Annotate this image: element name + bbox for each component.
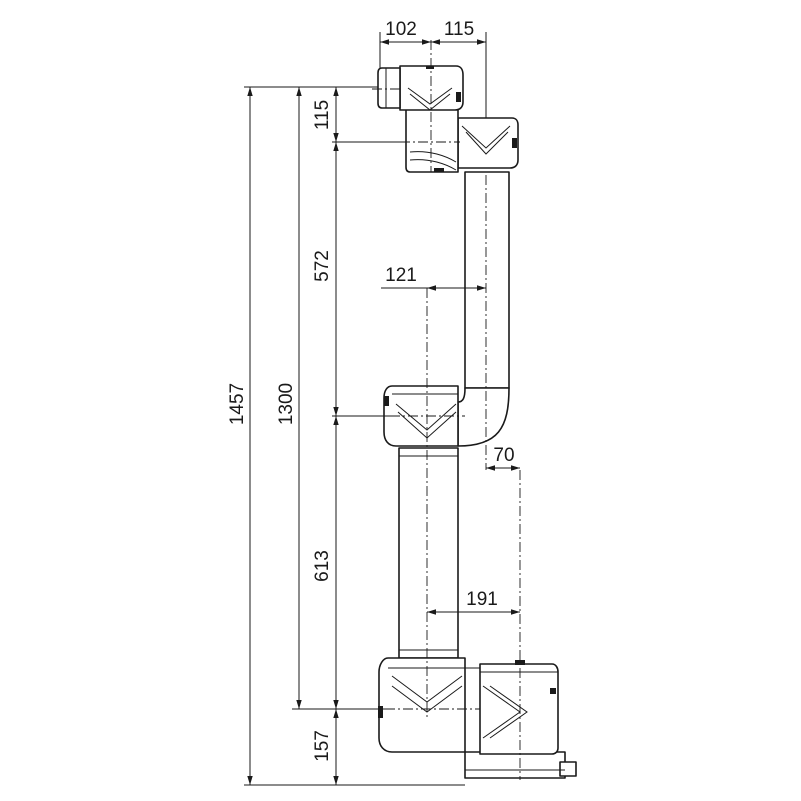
base-joint: [378, 657, 466, 753]
label-wrist-offset-right: 115: [444, 19, 474, 40]
wrist-2-joint: [457, 117, 519, 169]
label-shoulder-offset: 191: [466, 589, 498, 610]
tool-flange: [377, 67, 401, 109]
label-elbow-offset: 121: [385, 265, 417, 286]
label-tool-width: 102: [385, 19, 417, 40]
label-wrist-offset-top: 115: [312, 100, 333, 130]
forearm-tube: [398, 447, 459, 659]
label-reach-height: 1300: [276, 383, 297, 425]
upper-arm-bend: [457, 387, 510, 447]
extension-lines: [244, 32, 487, 786]
upper-arm-tube: [464, 171, 510, 389]
base-connector: [559, 761, 577, 777]
label-total-height: 1457: [227, 383, 248, 425]
shoulder-joint: [479, 663, 559, 755]
base-plate: [464, 751, 566, 779]
label-upper-arm: 572: [312, 250, 333, 282]
center-lines: [372, 40, 521, 780]
wrist-2-block: [405, 107, 459, 173]
dimension-labels: 1457 1300 115 572 613 157 102 115 121 70…: [227, 19, 515, 762]
robot-body: [377, 65, 577, 779]
label-base-height: 157: [312, 730, 333, 762]
label-forearm: 613: [312, 550, 333, 582]
dimension-lines: [247, 39, 520, 785]
label-elbow-to-base: 70: [493, 445, 514, 466]
